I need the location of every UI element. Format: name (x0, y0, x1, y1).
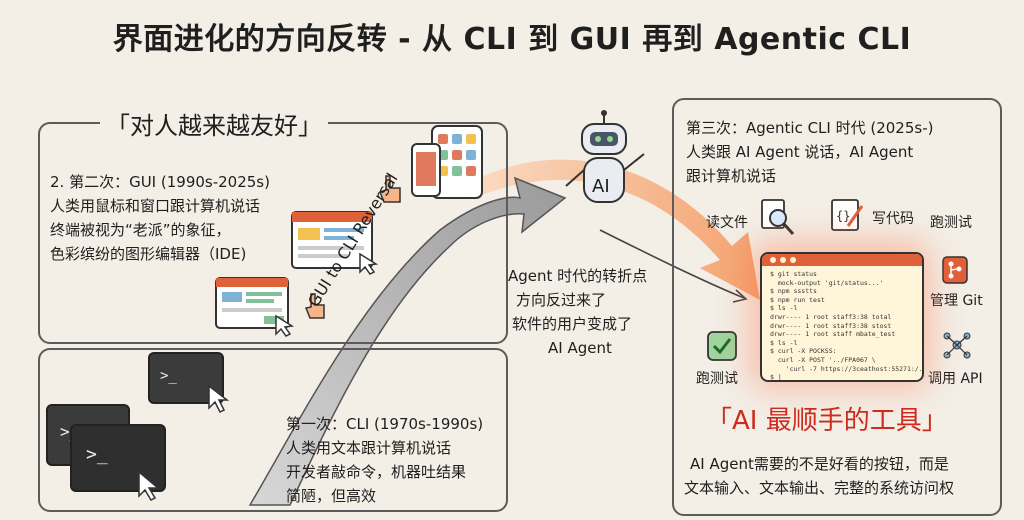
terminal-line: 'curl -7 https://3ceathost:55271:/...' (770, 364, 924, 373)
cli-line-3: 开发者敲命令，机器吐结果 (286, 463, 467, 481)
terminal-line: $ npm ssstts (770, 287, 817, 296)
terminal-titlebar (762, 254, 922, 266)
terminal-line: drwr---- 1 root staff3:38 stost (770, 321, 892, 330)
hand-pointer-icon (379, 175, 401, 203)
action-write-label: 写代码 (872, 211, 914, 227)
turning-line-3: 软件的用户变成了 (512, 315, 633, 333)
agentic-footer-1: AI Agent需要的不是好看的按钮，而是 (690, 455, 949, 473)
gui-heading: 「对人越来越友好」 (100, 106, 328, 141)
turning-line-4: AI Agent (548, 339, 612, 357)
api-network-icon (943, 332, 971, 359)
code-edit-icon: {} (831, 199, 864, 231)
agentic-line-2: 人类跟 AI Agent 说话，AI Agent (686, 143, 914, 161)
gui-line-1: 2. 第二次：GUI (1990s-2025s) (50, 173, 270, 191)
app-window-icon (291, 211, 379, 275)
prompt-glyph: >_ (160, 368, 177, 384)
robot-agent-icon (565, 110, 645, 203)
terminal-window-icon-3: >_ (70, 424, 166, 492)
terminal-line: $ ls -l (770, 338, 798, 347)
agentic-footer-2: 文本输入、文本输出、完整的系统访问权 (684, 479, 955, 497)
gui-line-3: 终端被视为“老派”的象征， (50, 221, 231, 239)
cli-line-4: 简陋，但高效 (286, 487, 377, 505)
terminal-line: $ curl -X POCKSS: (770, 347, 837, 356)
agent-terminal-window: $ git status mock-output 'git/status...'… (760, 252, 924, 382)
prompt-glyph-3: >_ (86, 444, 108, 465)
action-api-label: 调用 API (928, 371, 983, 387)
terminal-line: $ ls -l (770, 304, 798, 313)
terminal-line: mock-output 'git/status...' (770, 278, 884, 287)
tablet-phone-icon (411, 125, 483, 199)
terminal-line: drwr---- 1 root staff3:38 total (770, 312, 892, 321)
agentic-line-3: 跟计算机说话 (686, 167, 777, 185)
app-window-small-icon (215, 277, 295, 337)
action-test-left-label: 跑测试 (696, 371, 738, 387)
cli-line-1: 第一次：CLI (1970s-1990s) (286, 415, 484, 433)
svg-text:{}: {} (836, 209, 850, 223)
robot-badge: AI (592, 176, 610, 197)
terminal-line: curl -X POST '../FPA067 \ (770, 355, 876, 364)
gui-line-4: 色彩缤纷的图形编辑器（IDE) (50, 245, 247, 263)
page-title: 界面进化的方向反转 - 从 CLI 到 GUI 再到 Agentic CLI (112, 22, 912, 57)
terminal-output: $ git status mock-output 'git/status...'… (762, 266, 924, 382)
terminal-line: $ | (770, 373, 782, 382)
cli-era-panel (38, 348, 508, 512)
pointer-arrow (599, 229, 745, 299)
cursor-arrow-icon (208, 384, 230, 414)
action-read-label: 读文件 (706, 215, 748, 231)
hand-pointer-icon-2 (304, 293, 325, 319)
terminal-line: $ git status (770, 270, 817, 278)
turning-line-1: Agent 时代的转折点 (508, 267, 648, 285)
action-test-top-label: 跑测试 (930, 215, 972, 231)
action-git-label: 管理 Git (930, 293, 983, 309)
agentic-line-1: 第三次：Agentic CLI 时代 (2025s-) (686, 119, 934, 137)
magnifier-file-icon (761, 199, 795, 236)
agentic-era-panel (672, 98, 1002, 516)
cli-line-2: 人类用文本跟计算机说话 (286, 439, 452, 457)
terminal-line: drwr---- 1 root staff mbate_test (770, 330, 896, 339)
checkbox-test-icon (707, 331, 737, 361)
agentic-heading: 「AI 最顺手的工具」 (706, 406, 948, 436)
gui-line-2: 人类用鼠标和窗口跟计算机说话 (50, 197, 261, 215)
git-branch-icon (942, 256, 968, 284)
cursor-arrow-icon-2 (138, 470, 161, 501)
turning-line-2: 方向反过来了 (516, 291, 607, 309)
terminal-line: $ npm run test (770, 295, 825, 304)
